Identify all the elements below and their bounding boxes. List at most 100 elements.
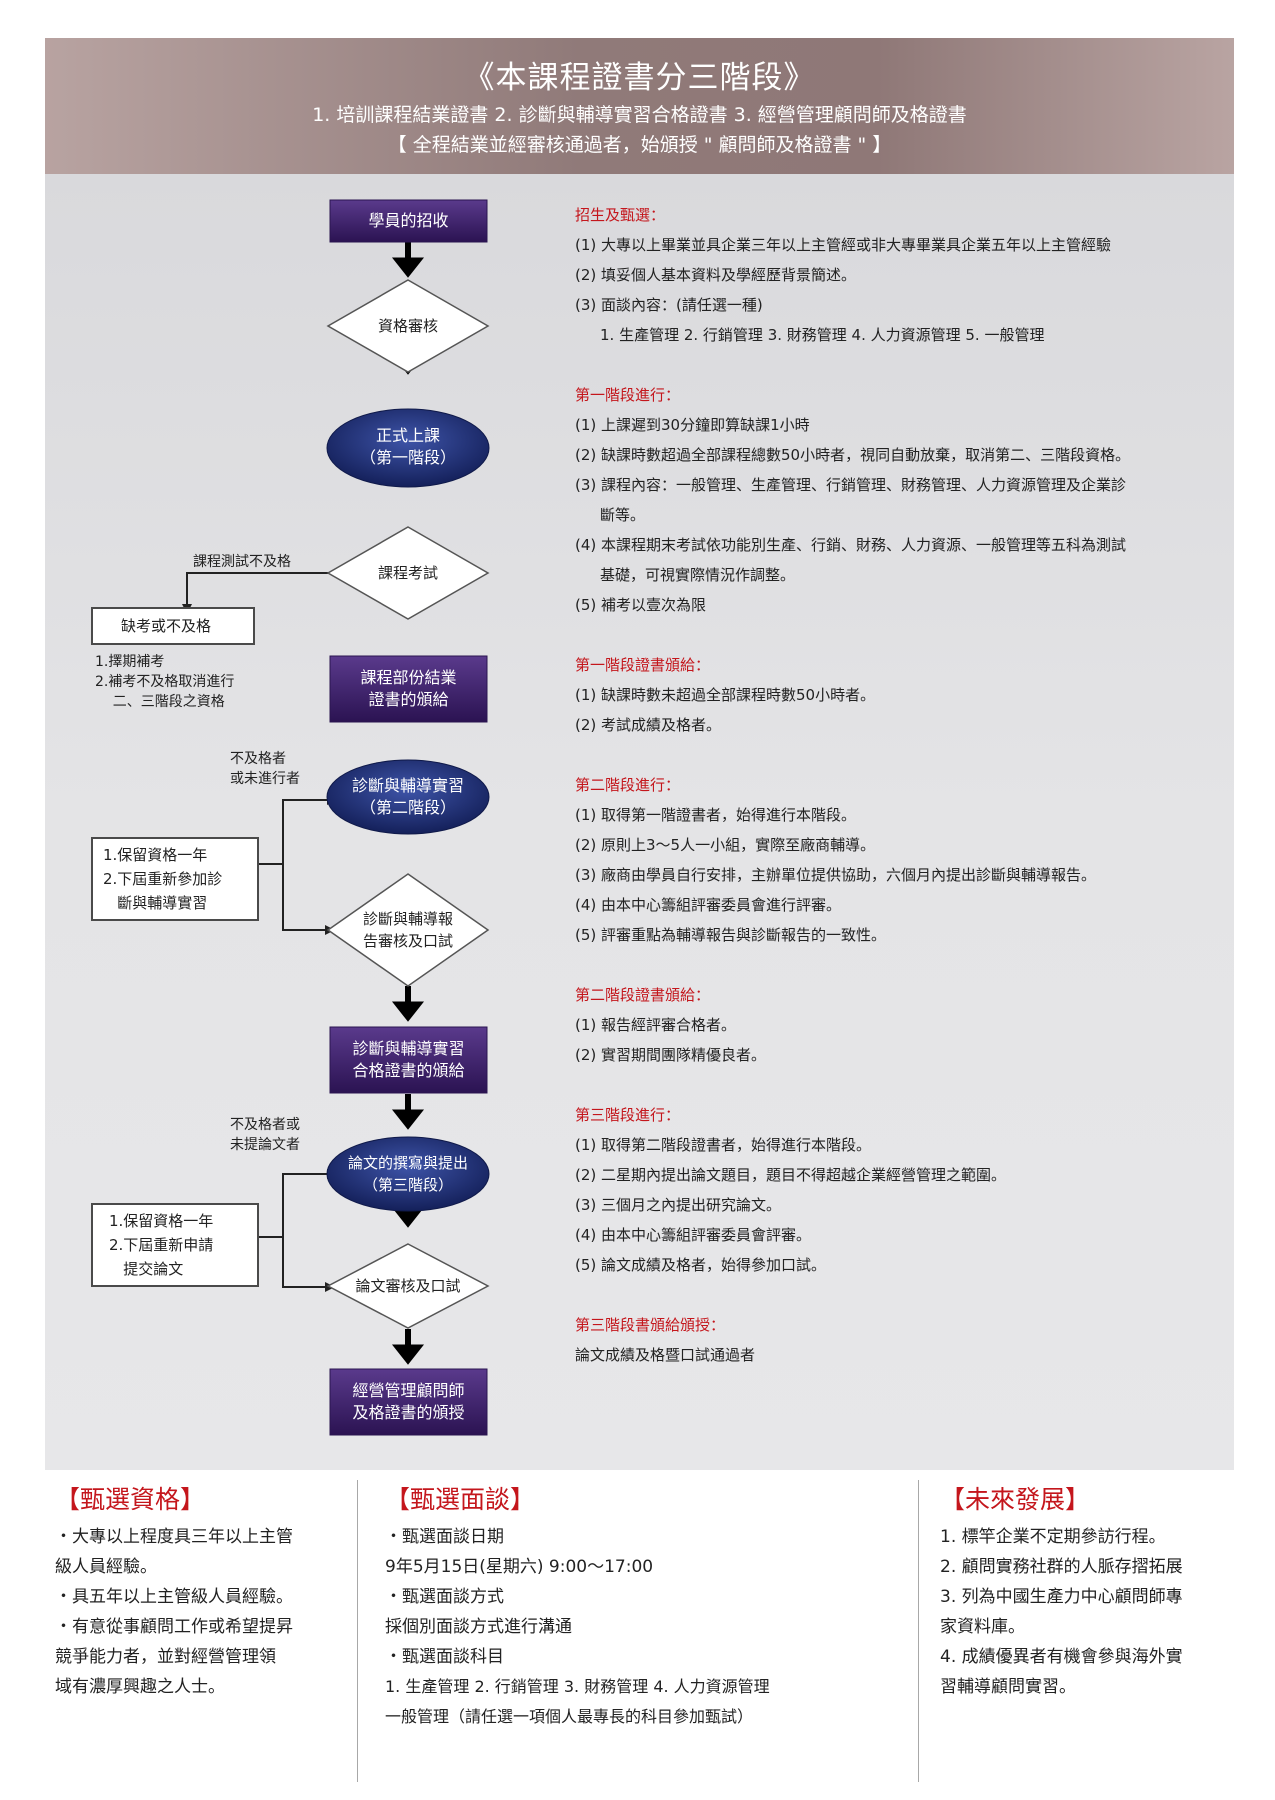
column-line: 家資料庫。 (940, 1617, 1025, 1637)
detail-section-stage2-cert: 第二階段證書頒給： (1) 報告經評審合格者。 (2) 實習期間團隊精優良者。 (575, 980, 1225, 1070)
detail-item: (1) 報告經評審合格者。 (575, 1016, 737, 1034)
node-final-certificate (329, 1368, 488, 1436)
column-line: ・有意從事顧問工作或希望提昇 (55, 1617, 293, 1637)
node-thesis-review-label: 論文審核及口試 (355, 1277, 461, 1295)
detail-item: (5) 補考以壹次為限 (575, 596, 707, 614)
detail-item: (2) 填妥個人基本資料及學經歷背景簡述。 (575, 266, 857, 284)
column-heading: 【甄選面談】 (385, 1485, 536, 1514)
fail2-box: 1.保留資格一年 2.下屆重新參加診 斷與輔導實習 (91, 837, 259, 921)
node-report-review-label: 診斷與輔導報告審核及口試 (362, 910, 453, 950)
detail-section-stage2: 第二階段進行： (1) 取得第一階證書者，始得進行本階段。 (2) 原則上3～5… (575, 770, 1225, 950)
column-line: 一般管理（請任選一項個人最專長的科目參加甄試） (385, 1707, 754, 1726)
detail-heading: 第一階段進行： (575, 386, 681, 404)
detail-item: (1) 大專以上畢業並具企業三年以上主管經或非大專畢業具企業五年以上主管經驗 (575, 236, 1112, 254)
node-qualification-review-label: 資格審核 (377, 317, 438, 335)
node-course-exam-label: 課程考試 (377, 564, 438, 582)
selection-qualification-column: 【甄選資格】 ・大專以上程度具三年以上主管 級人員經驗。 ・具五年以上主管級人員… (55, 1478, 345, 1778)
header-banner: 《本課程證書分三階段》 1. 培訓課程結業證書 2. 診斷與輔導實習合格證書 3… (45, 38, 1234, 174)
detail-section-stage1: 第一階段進行： (1) 上課遲到30分鐘即算缺課1小時 (2) 缺課時數超過全部… (575, 380, 1225, 620)
node-stage3-thesis (326, 1136, 490, 1212)
selection-interview-column: 【甄選面談】 ・甄選面談日期 9年5月15日(星期六) 9:00～17:00 ・… (385, 1478, 905, 1778)
node-stage1-class-label: 正式上課（第一階段） (359, 426, 456, 467)
column-line: 9年5月15日(星期六) 9:00～17:00 (385, 1557, 654, 1577)
fail3-label: 不及格者或 未提論文者 (230, 1117, 300, 1153)
column-line: 4. 成績優異者有機會參與海外實 (940, 1647, 1183, 1667)
node-stage2-certificate (329, 1026, 488, 1094)
node-stage3-thesis-label: 論文的撰寫與提出（第三階段） (347, 1154, 468, 1194)
column-line: 競爭能力者，並對經營管理領 (55, 1647, 276, 1667)
detail-item: (1) 缺課時數未超過全部課程時數50小時者。 (575, 686, 876, 704)
column-line: ・甄選面談科目 (385, 1647, 504, 1667)
column-divider (357, 1480, 358, 1782)
detail-item: (3) 面談內容：(請任選一種) (575, 296, 763, 314)
detail-item: (2) 二星期內提出論文題目，題目不得超越企業經營管理之範圍。 (575, 1166, 1007, 1184)
detail-heading: 第二階段證書頒給： (575, 986, 711, 1004)
node-recruitment (329, 199, 488, 243)
node-stage1-certificate (329, 655, 488, 723)
node-stage2-certificate-label: 診斷與輔導實習合格證書的頒給 (352, 1039, 465, 1080)
node-thesis-review (326, 1243, 490, 1329)
detail-item: 論文成績及格暨口試通過者 (575, 1346, 756, 1364)
fail1-box: 缺考或不及格 (91, 607, 255, 645)
node-stage2-practice-label: 診斷與輔導實習（第二階段） (351, 776, 464, 817)
branch-lines (186, 572, 330, 1288)
fail1-notes: 1.擇期補考 2.補考不及格取消進行 二、三階段之資格 (95, 654, 235, 710)
detail-section-stage3: 第三階段進行： (1) 取得第二階段證書者，始得進行本階段。 (2) 二星期內提… (575, 1100, 1225, 1280)
column-line: 1. 生產管理 2. 行銷管理 3. 財務管理 4. 人力資源管理 (385, 1677, 770, 1696)
column-heading: 【甄選資格】 (55, 1485, 206, 1514)
detail-item: (5) 評審重點為輔導報告與診斷報告的一致性。 (575, 926, 887, 944)
node-report-review (326, 873, 490, 987)
detail-item: (2) 原則上3～5人一小組，實際至廠商輔導。 (575, 836, 876, 854)
detail-section-recruitment: 招生及甄選： (1) 大專以上畢業並具企業三年以上主管經或非大專畢業具企業五年以… (575, 200, 1225, 350)
detail-item: (1) 上課遲到30分鐘即算缺課1小時 (575, 416, 810, 434)
node-stage2-practice (326, 759, 490, 835)
detail-item: (3) 廠商由學員自行安排，主辦單位提供協助，六個月內提出診斷與輔導報告。 (575, 866, 1097, 884)
column-heading: 【未來發展】 (940, 1485, 1091, 1514)
detail-item: (4) 由本中心籌組評審委員會進行評審。 (575, 896, 842, 914)
detail-section-stage1-cert: 第一階段證書頒給： (1) 缺課時數未超過全部課程時數50小時者。 (2) 考試… (575, 650, 1225, 740)
detail-heading: 第二階段進行： (575, 776, 681, 794)
future-development-column: 【未來發展】 1. 標竿企業不定期參訪行程。 2. 顧問實務社群的人脈存摺拓展 … (940, 1478, 1240, 1778)
detail-item: (2) 缺課時數超過全部課程總數50小時者，視同自動放棄，取消第二、三階段資格。 (575, 446, 1131, 464)
column-line: ・甄選面談日期 (385, 1527, 504, 1547)
detail-item: (3) 課程內容：一般管理、生產管理、行銷管理、財務管理、人力資源管理及企業診 (575, 476, 1127, 494)
column-line: 3. 列為中國生產力中心顧問師專 (940, 1587, 1183, 1607)
detail-item: (4) 由本中心籌組評審委員會評審。 (575, 1226, 812, 1244)
column-line: 1. 標竿企業不定期參訪行程。 (940, 1527, 1166, 1547)
detail-item: (4) 本課程期末考試依功能別生產、行銷、財務、人力資源、一般管理等五科為測試 (575, 536, 1127, 554)
fail1-label: 課程測試不及格 (193, 554, 291, 570)
column-line: 域有濃厚興趣之人士。 (55, 1677, 225, 1697)
column-line: 採個別面談方式進行溝通 (385, 1617, 572, 1637)
node-stage1-class (326, 408, 490, 488)
fail3-box: 1.保留資格一年 2.下屆重新申請 提交論文 (91, 1203, 259, 1287)
detail-heading: 第三階段書頒給頒授： (575, 1316, 726, 1334)
node-final-certificate-label: 經營管理顧問師及格證書的頒授 (352, 1381, 465, 1422)
detail-item: (2) 實習期間團隊精優良者。 (575, 1046, 767, 1064)
column-line: ・大專以上程度具三年以上主管 (55, 1527, 293, 1547)
flowchart-svg (182, 199, 490, 1436)
detail-section-stage3-cert: 第三階段書頒給頒授： 論文成績及格暨口試通過者 (575, 1310, 1225, 1370)
column-line: ・甄選面談方式 (385, 1587, 504, 1607)
column-line: ・具五年以上主管級人員經驗。 (55, 1587, 293, 1607)
column-divider (918, 1480, 919, 1782)
detail-item: (3) 三個月之內提出研究論文。 (575, 1196, 782, 1214)
flowchart-panel: 學員的招收 資格審核 正式上課（第一階段） 課程考試 課程部份結業證書的頒給 診… (45, 174, 1234, 1470)
column-line: 2. 顧問實務社群的人脈存摺拓展 (940, 1557, 1183, 1577)
detail-item: 斷等。 (600, 506, 646, 524)
fail2-label: 不及格者 或未進行者 (230, 751, 300, 787)
node-stage1-certificate-label: 課程部份結業證書的頒給 (360, 668, 457, 709)
node-recruitment-label: 學員的招收 (368, 211, 449, 230)
detail-item: (2) 考試成績及格者。 (575, 716, 722, 734)
detail-item: (1) 取得第二階段證書者，始得進行本階段。 (575, 1136, 872, 1154)
detail-item: (1) 取得第一階證書者，始得進行本階段。 (575, 806, 857, 824)
detail-heading: 第一階段證書頒給： (575, 656, 711, 674)
column-line: 習輔導顧問實習。 (940, 1677, 1076, 1697)
page-title: 《本課程證書分三階段》 (463, 60, 816, 96)
node-course-exam (326, 526, 490, 620)
page-subtitle: 1. 培訓課程結業證書 2. 診斷與輔導實習合格證書 3. 經營管理顧問師及格證… (312, 104, 967, 126)
detail-heading: 第三階段進行： (575, 1106, 681, 1124)
detail-heading: 招生及甄選： (575, 206, 666, 224)
node-qualification-review (326, 279, 490, 373)
column-line: 級人員經驗。 (55, 1557, 157, 1577)
detail-item: 基礎，可視實際情況作調整。 (600, 566, 796, 584)
